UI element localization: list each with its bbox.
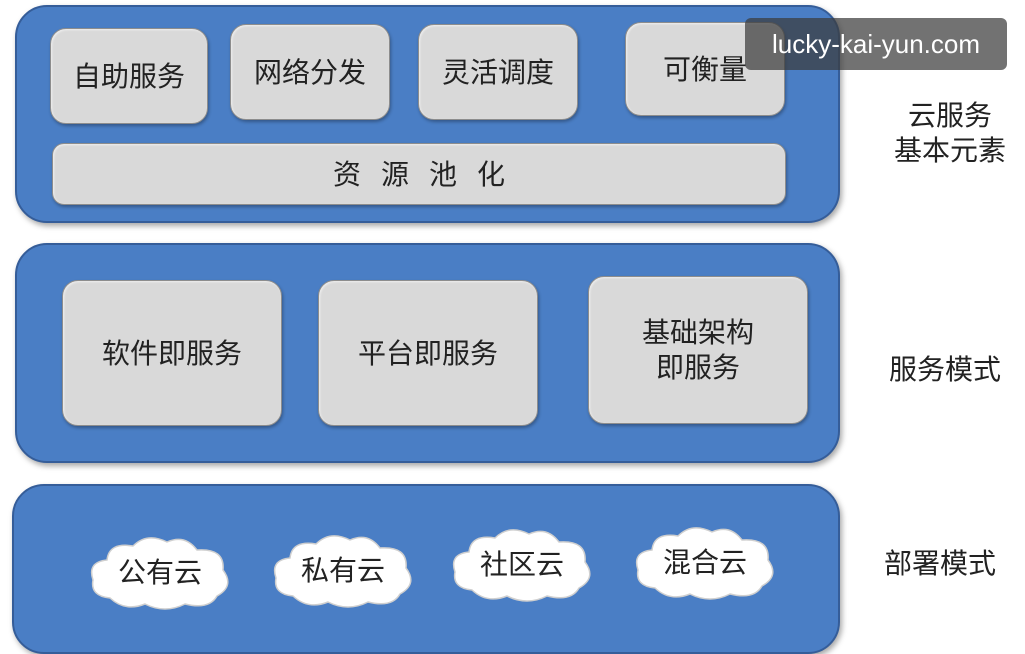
hybrid-cloud: 混合云 [630,520,780,602]
public-cloud: 公有云 [85,530,235,612]
private-cloud-label: 私有云 [300,554,385,587]
cloud-shape-icon [273,535,412,608]
service-models-label: 服务模式 [888,353,1001,386]
deployment-models-label: 部署模式 [883,547,996,580]
cloud-elements-label-line1: 云服务 [907,99,992,132]
paas-box: 平台即服务 [318,280,538,426]
cloud-elements-label: 云服务 基本元素 [880,98,1020,168]
private-cloud: 私有云 [268,528,418,610]
cloud-elements-label-line2: 基本元素 [893,134,1006,167]
cloud-shape-icon [452,529,591,602]
community-cloud-label: 社区云 [479,548,564,581]
flexible-scheduling-box: 灵活调度 [418,24,578,120]
watermark-badge: lucky-kai-yun.com [745,18,1007,70]
cloud-shape-icon [635,527,774,600]
network-distribution-box: 网络分发 [230,24,390,120]
hybrid-cloud-label: 混合云 [662,546,747,579]
public-cloud-label: 公有云 [117,556,202,589]
resource-pooling-bar: 资源池化 [52,143,786,205]
iaas-label-line1: 基础架构 [641,316,754,349]
community-cloud: 社区云 [447,522,597,604]
iaas-label-line2: 即服务 [655,351,740,384]
self-service-box: 自助服务 [50,28,208,124]
saas-box: 软件即服务 [62,280,282,426]
iaas-box: 基础架构 即服务 [588,276,808,424]
cloud-shape-icon [90,537,229,610]
